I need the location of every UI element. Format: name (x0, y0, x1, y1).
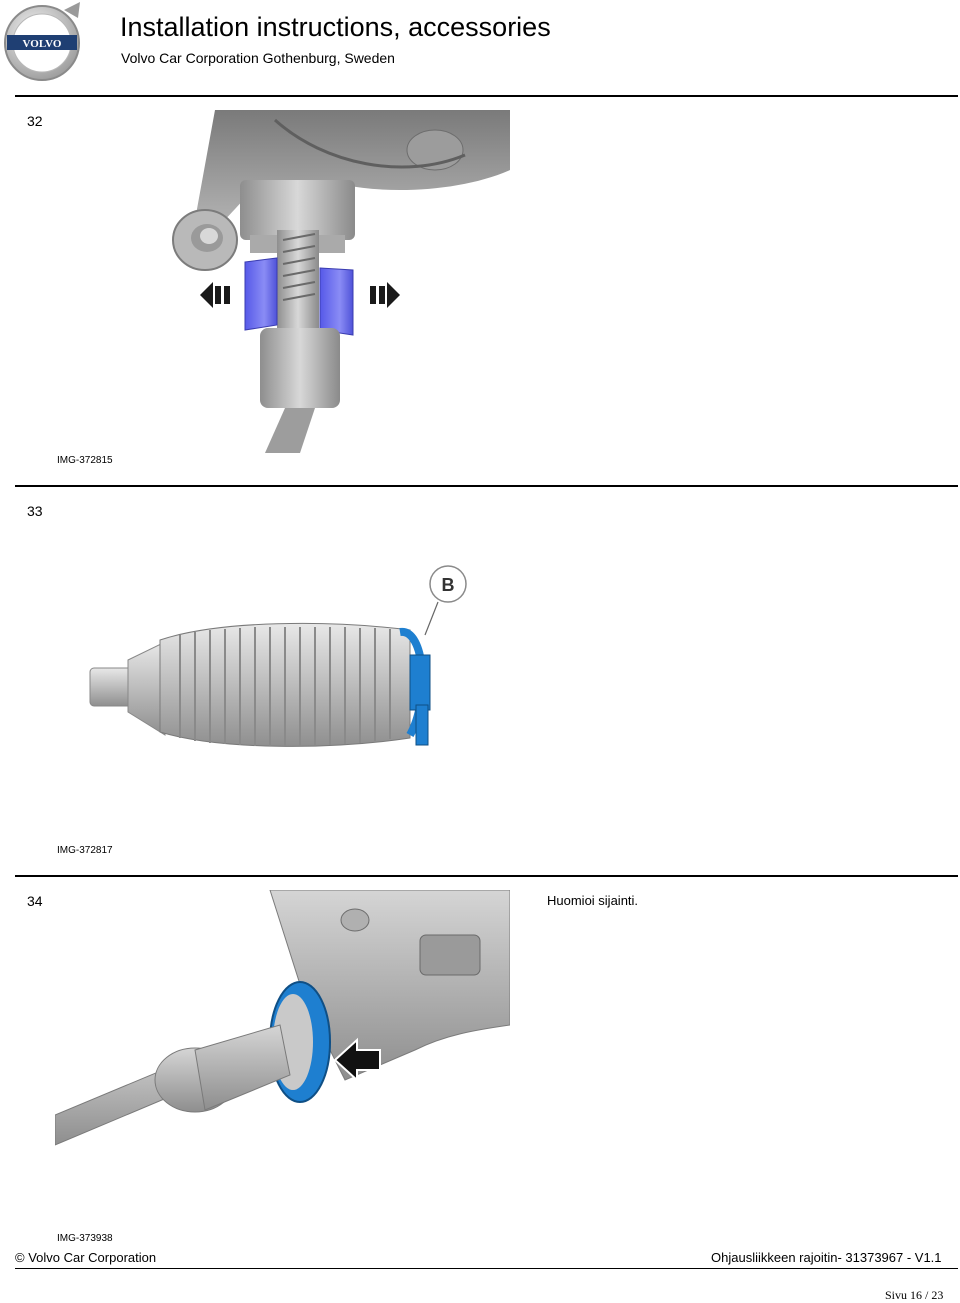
step-divider (15, 875, 958, 877)
footer-document: Ohjausliikkeen rajoitin- 31373967 - V1.1 (711, 1250, 942, 1265)
page-title: Installation instructions, accessories (120, 12, 551, 42)
volvo-logo: VOLVO (2, 0, 86, 84)
page-number: Sivu 16 / 23 (885, 1288, 944, 1302)
step-divider (15, 485, 958, 487)
header-divider (15, 95, 958, 97)
footer-divider (15, 1268, 958, 1269)
step-number: 32 (27, 113, 43, 129)
step-figure (55, 890, 510, 1153)
image-id: IMG-372815 (57, 455, 113, 466)
step-figure (165, 110, 510, 453)
step-figure: B (80, 560, 470, 755)
callout-label: B (442, 575, 455, 595)
logo-text: VOLVO (23, 38, 62, 50)
step-number: 34 (27, 893, 43, 909)
step-note: Huomioi sijainti. (547, 893, 639, 908)
step-number: 33 (27, 503, 43, 519)
page-subtitle: Volvo Car Corporation Gothenburg, Sweden (121, 50, 395, 66)
footer-copyright: © Volvo Car Corporation (15, 1250, 157, 1265)
image-id: IMG-373938 (57, 1233, 113, 1244)
image-id: IMG-372817 (57, 845, 113, 856)
